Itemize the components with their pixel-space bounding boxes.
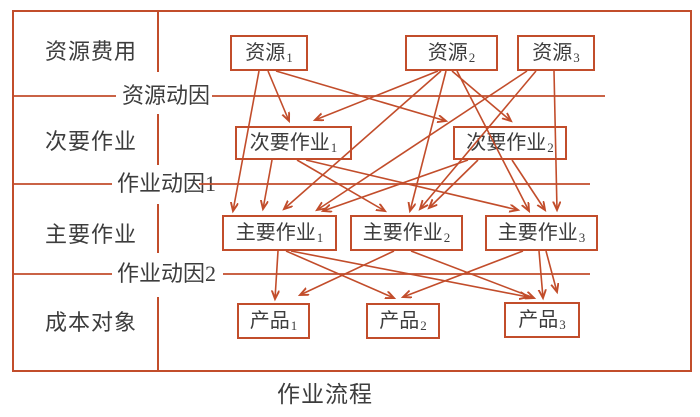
box-primary-activity-3-subscript: 3	[578, 229, 586, 245]
arrow-resource-2-to-secondary-2	[451, 70, 511, 121]
box-product-2-label: 产品	[379, 310, 420, 332]
arrow-secondary-1-to-primary-2	[296, 159, 385, 211]
box-product-1-subscript: 1	[290, 317, 298, 333]
arrow-primary-1-to-product-1	[275, 250, 278, 299]
box-product-1-label: 产品	[249, 310, 290, 332]
driver-label-activity-driver-2: 作业动因2	[114, 263, 220, 285]
arrow-primary-2-to-product-3	[410, 250, 534, 298]
arrow-primary-3-to-product-3	[539, 250, 543, 298]
arrow-secondary-1-to-primary-1	[263, 159, 273, 209]
arrow-secondary-2-to-primary-3	[511, 159, 545, 210]
arrow-resource-1-to-secondary-2	[275, 70, 446, 121]
box-resource-1-label: 资源	[245, 42, 286, 64]
box-primary-activity-1-label: 主要作业	[235, 222, 316, 244]
driver-label-resource-driver: 资源动因	[119, 85, 214, 107]
box-secondary-activity-2-subscript: 2	[547, 139, 554, 155]
box-resource-3-label: 资源	[532, 42, 573, 64]
box-secondary-activity-1-subscript: 1	[330, 139, 338, 155]
row-label-cost-object: 成本对象	[45, 310, 138, 335]
box-resource-3-subscript: 3	[573, 49, 580, 65]
arrow-resource-2-to-primary-2	[410, 70, 447, 211]
arrow-primary-1-to-product-3	[290, 250, 528, 297]
box-resource-2-subscript: 2	[468, 49, 476, 65]
box-secondary-activity-2-label: 次要作业	[466, 132, 547, 154]
row-label-secondary-activity: 次要作业	[45, 129, 138, 154]
box-secondary-activity-1-label: 次要作业	[249, 132, 330, 154]
allocation-arrows	[233, 70, 557, 299]
arrow-primary-3-to-product-2	[403, 250, 524, 297]
box-product-3-label: 产品	[518, 309, 559, 331]
diagram-caption: 作业流程	[277, 382, 373, 407]
arrow-secondary-1-to-primary-3	[305, 159, 518, 210]
arrow-secondary-2-to-primary-1	[323, 159, 469, 211]
box-primary-activity-2-label: 主要作业	[362, 222, 443, 244]
box-primary-activity-3-label: 主要作业	[497, 222, 578, 244]
arrow-primary-3-to-product-3	[545, 250, 557, 292]
box-product-3-subscript: 3	[559, 316, 566, 332]
row-label-primary-activity: 主要作业	[45, 222, 138, 247]
arrow-primary-1-to-product-2	[285, 250, 394, 298]
box-resource-1-subscript: 1	[286, 49, 293, 65]
box-resource-2-label: 资源	[427, 42, 468, 64]
arrow-resource-1-to-secondary-1	[267, 70, 289, 121]
arrow-primary-2-to-product-1	[300, 250, 395, 295]
arrow-resource-2-to-secondary-1	[315, 70, 439, 120]
box-product-2-subscript: 2	[420, 317, 427, 333]
row-label-resource-costs: 资源费用	[45, 39, 138, 64]
box-primary-activity-2-subscript: 2	[443, 229, 451, 245]
driver-label-activity-driver-1: 作业动因1	[114, 173, 220, 195]
arrow-secondary-2-to-primary-2	[429, 159, 479, 208]
box-primary-activity-1-subscript: 1	[316, 229, 324, 245]
